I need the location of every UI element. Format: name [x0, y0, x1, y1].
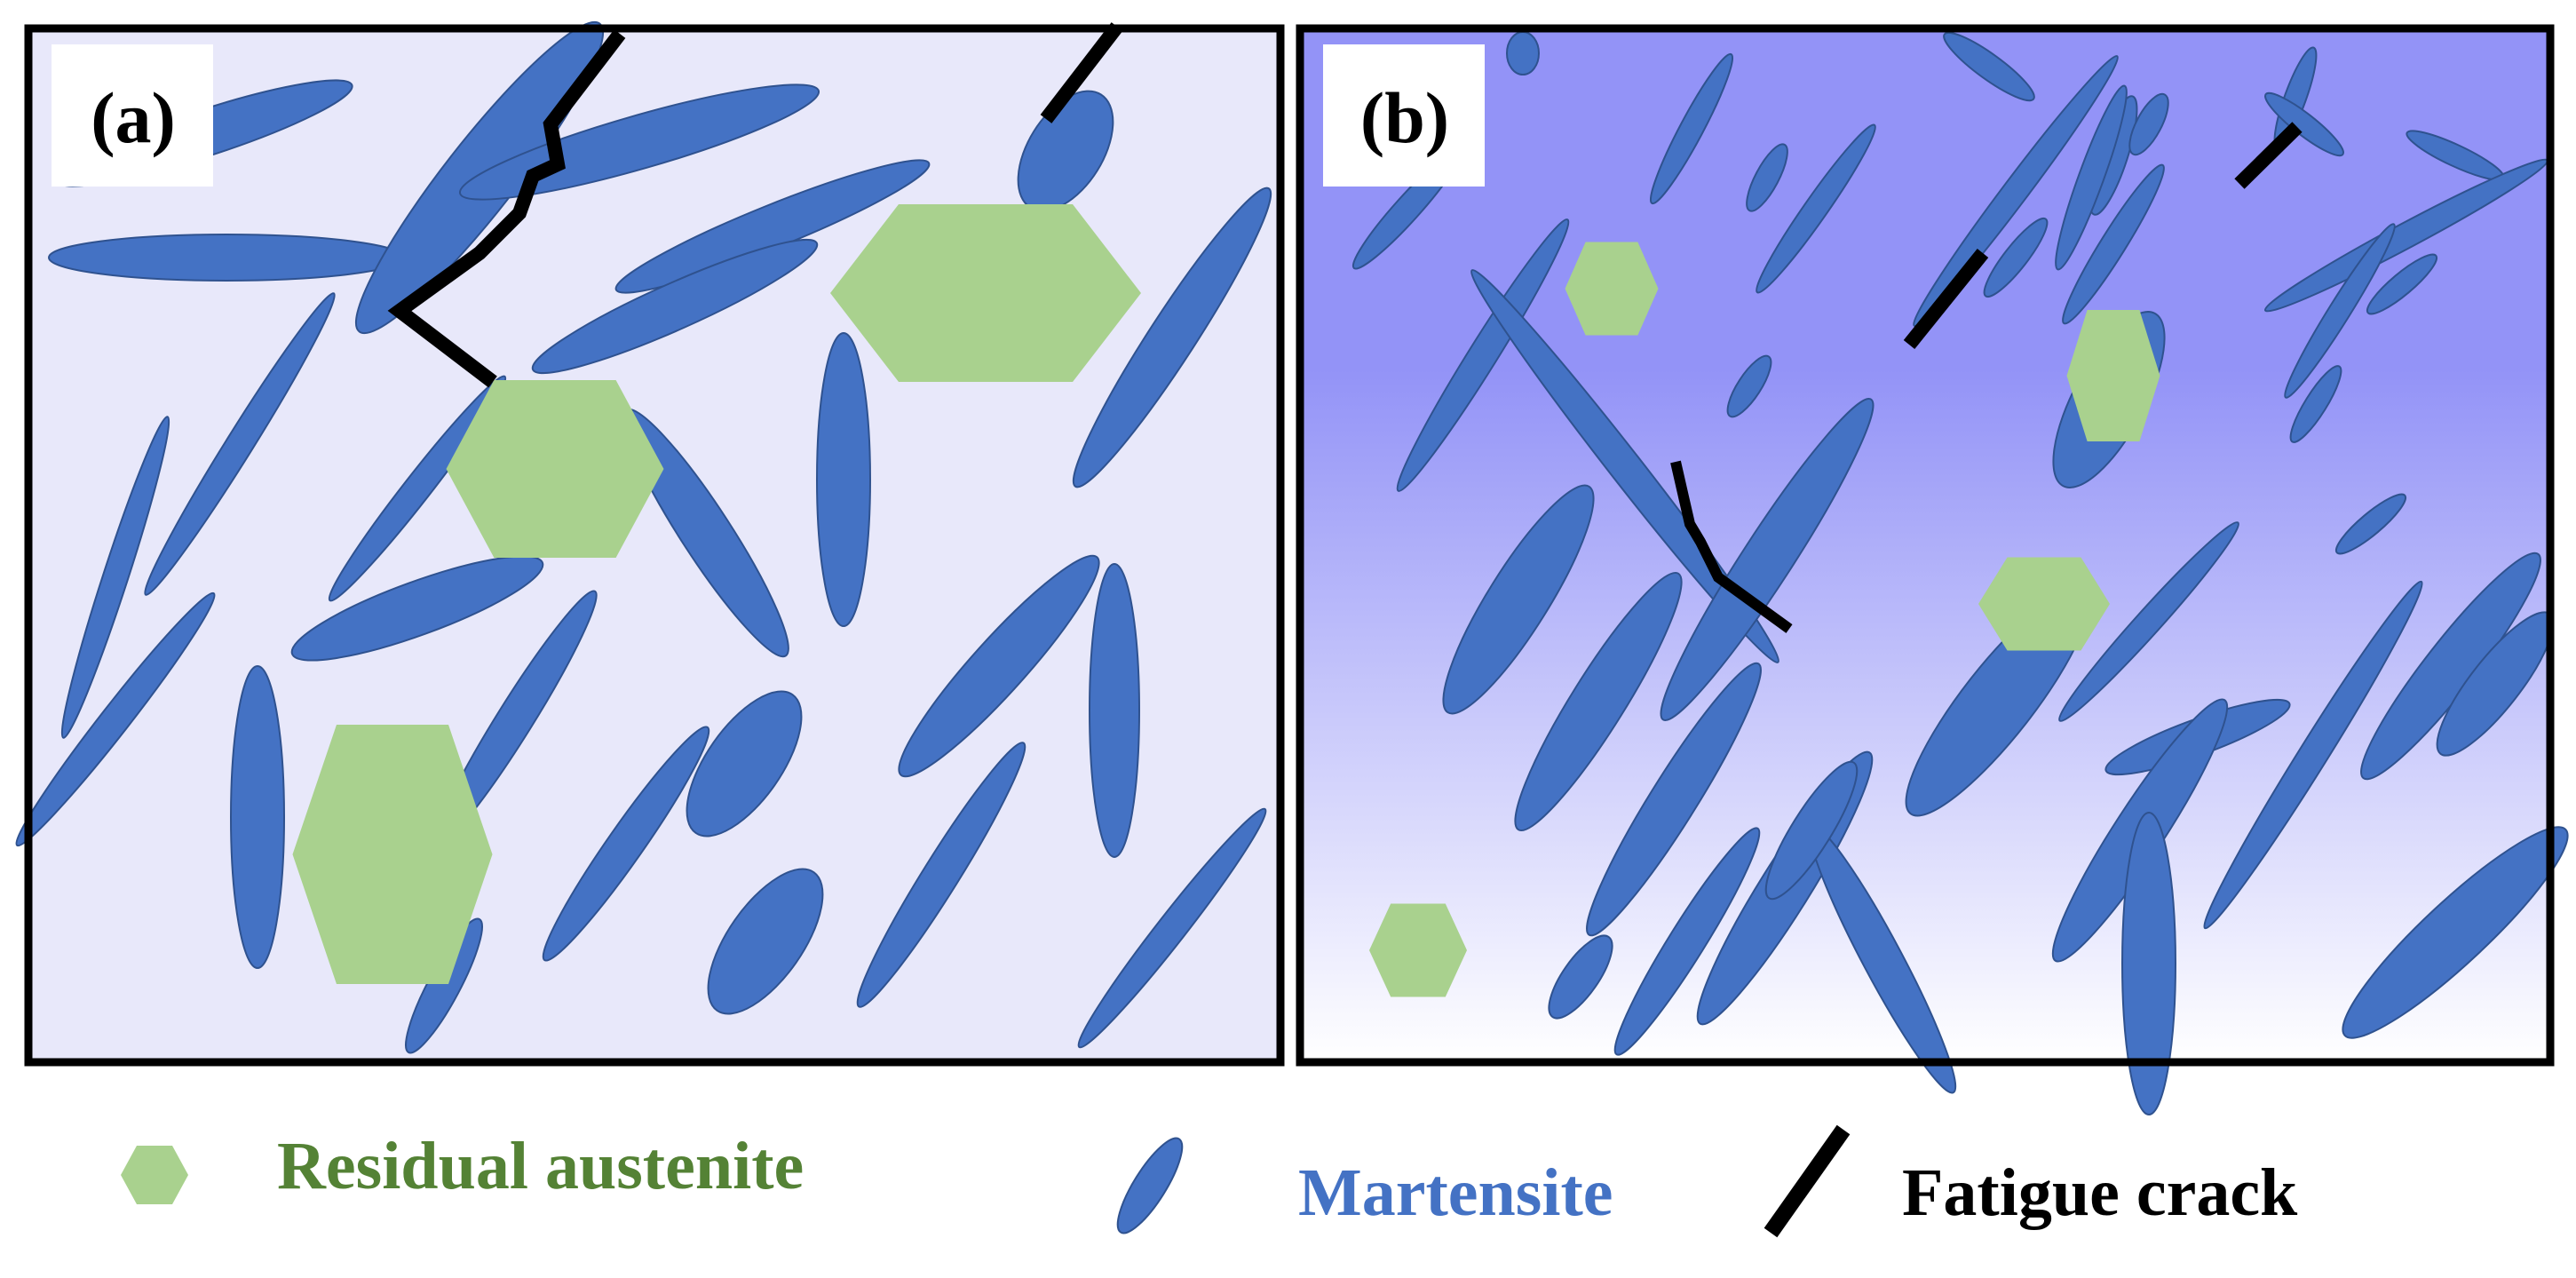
martensite-grain: [1548, 934, 1613, 1020]
martensite-grain: [1913, 55, 2119, 327]
martensite-grain: [856, 742, 1026, 1008]
ellipse-icon: [1116, 1137, 1184, 1234]
fatigue-crack: [1670, 460, 1793, 633]
fatigue-crack: [1040, 22, 1123, 123]
martensite-grain: [686, 690, 803, 837]
panel-a: (a): [15, 20, 1285, 1067]
austenite-grain: [292, 725, 493, 984]
hexagon-icon: [121, 1146, 188, 1204]
austenite-grain: [1369, 903, 1467, 997]
austenite-grain: [446, 380, 664, 558]
fatigue-crack: [2234, 122, 2303, 189]
martensite-grain: [1983, 217, 2049, 298]
martensite-grain: [15, 591, 216, 847]
martensite-grain: [1649, 52, 1734, 205]
austenite-grain: [1978, 557, 2110, 651]
martensite-grain: [1756, 123, 1876, 294]
martensite-grain: [1726, 354, 1772, 418]
martensite-grain: [48, 234, 405, 282]
panel-a-label-box: [52, 44, 213, 187]
martensite-grain: [1506, 31, 1540, 75]
martensite-grain: [1072, 187, 1272, 488]
legend: Residual austenite Martensite Fatigue cr…: [0, 1092, 2576, 1252]
martensite-grain: [328, 375, 507, 602]
martensite-grain: [2342, 826, 2569, 1039]
panel-b-frame: [1296, 24, 2555, 1067]
martensite-grain: [2334, 493, 2407, 555]
martensite-grain: [144, 292, 336, 596]
panel-a-background: [28, 28, 1280, 1062]
austenite-grains-a: [292, 204, 1141, 984]
martensite-grain: [898, 554, 1100, 778]
martensite-grain: [1089, 563, 1140, 858]
martensite-grain: [2055, 84, 2128, 271]
crack-line-icon: [1764, 1124, 1851, 1238]
panel-a-label: (a): [91, 77, 176, 158]
martensite-grain: [1613, 827, 1761, 1056]
martensite-grain: [1470, 269, 1779, 663]
martensite-grain: [1746, 143, 1788, 212]
martensite-grain: [1660, 398, 1875, 721]
legend-austenite-label: Residual austenite: [277, 1129, 805, 1203]
martensite-grains-b: [1351, 31, 2569, 1115]
martensite-grain: [60, 416, 170, 739]
legend-crack-label: Fatigue crack: [1902, 1155, 2298, 1230]
austenite-grains-b: [1369, 242, 2160, 997]
martensite-grain: [1396, 218, 1570, 492]
legend-martensite-label: Martensite: [1298, 1155, 1613, 1230]
martensite-grain: [2062, 163, 2165, 325]
martensite-grain: [1764, 760, 1859, 901]
fatigue-crack: [1903, 248, 1989, 350]
martensite-grain: [2203, 580, 2423, 930]
martensite-grain: [1514, 571, 1683, 832]
martensite-grain: [707, 868, 824, 1015]
fatigue-cracks-b: [1670, 122, 2303, 633]
martensite-grain: [2058, 521, 2239, 722]
martensite-grain: [1586, 662, 1762, 937]
panel-b-label-box: [1323, 44, 1485, 187]
martensite-grain: [2121, 812, 2176, 1115]
fatigue-crack: [387, 29, 626, 388]
martensite-grain: [542, 726, 710, 962]
fatigue-cracks-a: [387, 22, 1123, 388]
martensite-grain: [531, 238, 819, 375]
martensite-grain: [290, 555, 544, 662]
panel-b-background: [1300, 28, 2550, 1062]
panel-b: (b): [1296, 24, 2569, 1115]
martensite-grain: [2128, 92, 2169, 156]
martensite-grain: [2284, 223, 2396, 399]
austenite-grain: [830, 204, 1141, 382]
austenite-grain: [1565, 242, 1659, 336]
panel-b-label: (b): [1360, 77, 1449, 158]
martensite-grain: [2366, 253, 2438, 315]
martensite-grain: [1077, 807, 1267, 1049]
martensite-grain: [230, 665, 285, 969]
austenite-grain: [2066, 310, 2160, 441]
martensite-grain: [1943, 31, 2035, 102]
martensite-grain: [1442, 484, 1595, 715]
martensite-grain: [816, 332, 871, 627]
martensite-grain: [2289, 365, 2342, 443]
panel-a-frame: [24, 24, 1285, 1067]
martensite-grains-a: [15, 20, 1272, 1054]
